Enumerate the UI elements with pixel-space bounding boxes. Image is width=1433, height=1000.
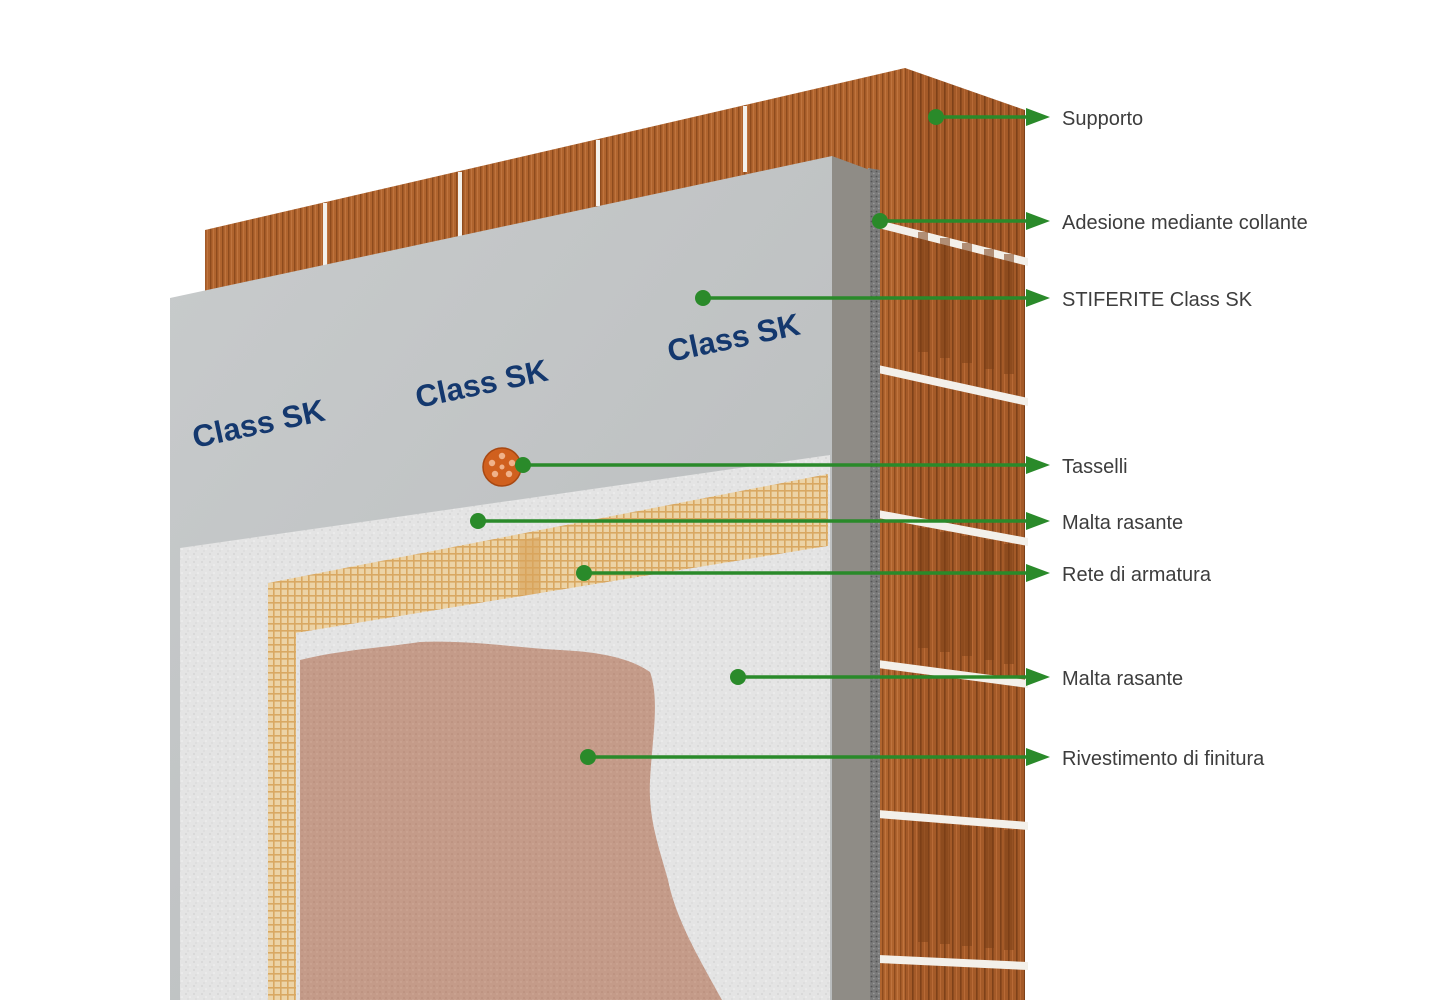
arrow-right-icon bbox=[1026, 108, 1050, 126]
arrow-right-icon bbox=[1026, 212, 1050, 230]
callout-rivestimento: Rivestimento di finitura bbox=[580, 748, 1265, 770]
callout-adesione: Adesione mediante collante bbox=[872, 212, 1308, 234]
callout-supporto: Supporto bbox=[928, 108, 1143, 130]
callout-malta-rasante-1: Malta rasante bbox=[470, 512, 1183, 534]
arrow-right-icon bbox=[1026, 748, 1050, 766]
callouts: Supporto Adesione mediante collante STIF… bbox=[470, 108, 1308, 770]
callout-label-malta-rasante-2: Malta rasante bbox=[1062, 668, 1183, 690]
callout-label-tasselli: Tasselli bbox=[1062, 456, 1128, 478]
callout-label-rivestimento: Rivestimento di finitura bbox=[1062, 748, 1265, 770]
panel-edge bbox=[832, 156, 870, 1000]
callout-rete: Rete di armatura bbox=[576, 564, 1212, 586]
brick-mortar-joints bbox=[323, 106, 747, 268]
callout-stiferite: STIFERITE Class SK bbox=[695, 289, 1253, 311]
mesh-overlap-strip bbox=[520, 537, 540, 608]
reinforcement-mesh bbox=[268, 474, 828, 1000]
finish-coat bbox=[300, 641, 722, 1000]
callout-label-rete: Rete di armatura bbox=[1062, 564, 1212, 586]
adhesive-layer bbox=[868, 168, 880, 1000]
arrow-right-icon bbox=[1026, 512, 1050, 530]
callout-label-stiferite: STIFERITE Class SK bbox=[1062, 289, 1253, 311]
arrow-right-icon bbox=[1026, 289, 1050, 307]
arrow-right-icon bbox=[1026, 564, 1050, 582]
insulation-dowel-icon bbox=[482, 447, 522, 487]
callout-malta-rasante-2: Malta rasante bbox=[730, 668, 1183, 690]
callout-label-adesione: Adesione mediante collante bbox=[1062, 212, 1308, 234]
mesh-top-band bbox=[268, 474, 828, 1000]
arrow-right-icon bbox=[1026, 456, 1050, 474]
callout-label-supporto: Supporto bbox=[1062, 108, 1143, 130]
arrow-right-icon bbox=[1026, 668, 1050, 686]
callout-label-malta-rasante-1: Malta rasante bbox=[1062, 512, 1183, 534]
callout-tasselli: Tasselli bbox=[515, 456, 1128, 478]
brick-side-mortar bbox=[878, 220, 1028, 970]
